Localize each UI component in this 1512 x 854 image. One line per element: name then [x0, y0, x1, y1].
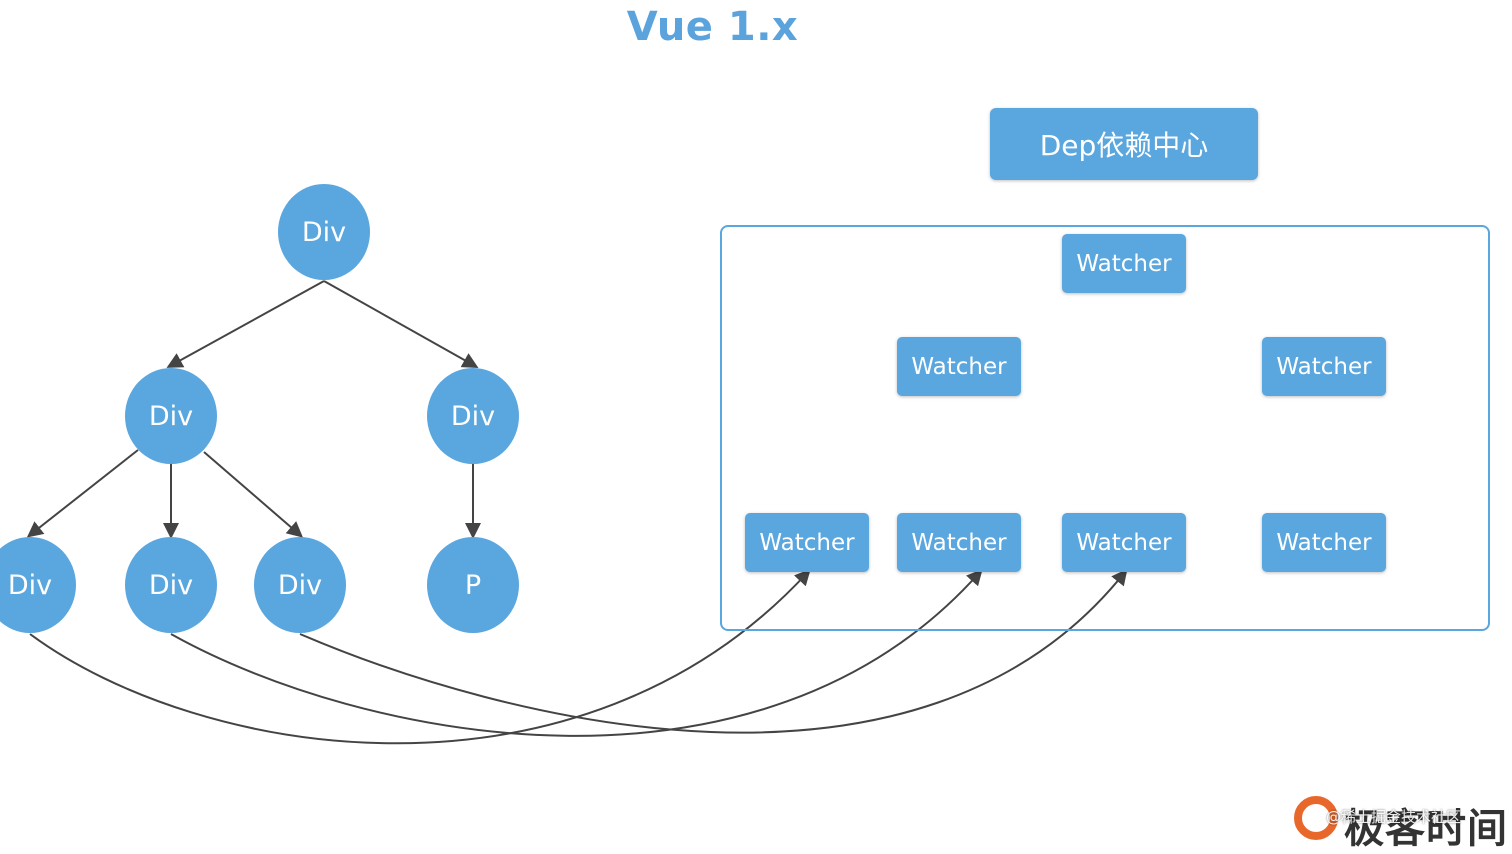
curve-leaf2-watcher — [170, 569, 983, 737]
logo-mark-icon — [1294, 796, 1338, 840]
diagram-title: Vue 1.x — [626, 4, 799, 50]
curve-leaf1-watcher — [29, 569, 811, 745]
watermark-text: @稀土掘金技术社区 — [1326, 808, 1462, 826]
watcher-mid-right: Watcher — [1262, 337, 1386, 396]
watcher-container — [720, 225, 1490, 631]
watcher-bottom-2: Watcher — [897, 513, 1021, 572]
tree-node-left: Div — [125, 368, 217, 464]
brand-logo: 极客时间 — [1290, 790, 1512, 852]
watcher-top: Watcher — [1062, 234, 1186, 293]
watcher-bottom-3: Watcher — [1062, 513, 1186, 572]
edge-root-left — [166, 280, 325, 368]
edge-left-leaf3 — [203, 451, 304, 538]
watcher-bottom-4: Watcher — [1262, 513, 1386, 572]
tree-node-root: Div — [278, 184, 370, 280]
tree-node-leaf-3: Div — [254, 537, 346, 633]
tree-node-leaf-1: Div — [0, 537, 76, 633]
watcher-mid-left: Watcher — [897, 337, 1021, 396]
edge-root-right — [323, 280, 479, 368]
dep-center-box: Dep依赖中心 — [990, 108, 1258, 180]
curve-leaf3-watcher — [299, 568, 1128, 734]
tree-node-leaf-2: Div — [125, 537, 217, 633]
watcher-bottom-1: Watcher — [745, 513, 869, 572]
tree-node-leaf-4: P — [427, 537, 519, 633]
tree-node-right: Div — [427, 368, 519, 464]
logo-text: 极客时间 — [1344, 806, 1508, 852]
edge-left-leaf1 — [26, 449, 139, 538]
